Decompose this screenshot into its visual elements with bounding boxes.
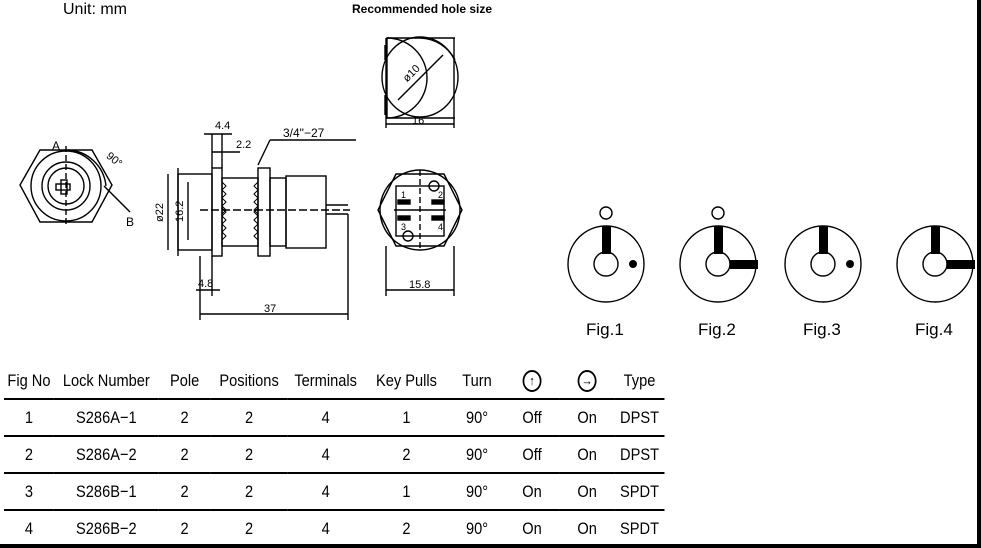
hole-size-title: Recommended hole size: [352, 2, 493, 16]
dim-16: 16: [412, 115, 424, 127]
dim-thread: 3/4"−27: [283, 126, 325, 140]
col-lock-number: Lock Number: [53, 363, 159, 400]
cell: 4: [287, 399, 364, 437]
table-header-row: Fig No Lock Number Pole Positions Termin…: [4, 363, 665, 400]
cell: 4: [287, 436, 364, 474]
col-up-position: ↑: [504, 363, 560, 400]
dim-4-4: 4.4: [215, 120, 230, 132]
cell: 1: [4, 399, 54, 437]
dim-2-2: 2.2: [236, 139, 251, 151]
terminal-4: 4: [438, 222, 443, 232]
cell: 2: [210, 473, 288, 511]
cell: 2: [4, 436, 54, 474]
front-view: [19, 146, 131, 226]
cell: 2: [363, 436, 450, 474]
terminal-2: 2: [438, 190, 443, 200]
cell: DPST: [614, 436, 665, 474]
col-key-pulls: Key Pulls: [363, 363, 450, 400]
cell: Off: [504, 436, 560, 474]
cell: 2: [210, 436, 288, 474]
dim-phi10: ø10: [401, 63, 423, 85]
arrow-up-icon: ↑: [522, 369, 542, 392]
cell: On: [504, 473, 560, 511]
fig-3-label: Fig.3: [803, 320, 841, 339]
col-terminals: Terminals: [287, 363, 364, 400]
cell: 90°: [449, 473, 505, 511]
cell: 1: [363, 399, 450, 437]
figure-3-diagram: [784, 225, 862, 303]
angle-90: 90°: [104, 150, 124, 170]
cell: 4: [287, 510, 364, 548]
fig-2-label: Fig.2: [698, 320, 736, 339]
dim-37: 37: [264, 303, 276, 315]
cell: Off: [504, 399, 560, 437]
terminal-1: 1: [401, 190, 406, 200]
cell: S286B−2: [53, 510, 159, 548]
cell: On: [559, 436, 615, 474]
spec-table: Fig No Lock Number Pole Positions Termin…: [4, 363, 665, 548]
col-right-position: →: [559, 363, 615, 400]
cell: S286B−1: [53, 473, 159, 511]
cell: 2: [158, 436, 211, 474]
fig-1-label: Fig.1: [586, 320, 624, 339]
cell: S286A−2: [53, 436, 159, 474]
side-view: [167, 133, 356, 320]
col-type: Type: [614, 363, 665, 400]
cell: 2: [363, 510, 450, 548]
dim-4-8: 4.8: [198, 278, 213, 290]
cell: On: [504, 510, 560, 548]
cell: 4: [287, 473, 364, 511]
figure-2-diagram: [679, 206, 758, 303]
cell: 1: [363, 473, 450, 511]
cell: On: [559, 399, 615, 437]
cell: 3: [4, 473, 54, 511]
cell: 2: [158, 510, 211, 548]
dim-phi22: ø22: [154, 203, 166, 222]
col-turn: Turn: [449, 363, 505, 400]
rear-view: [377, 169, 463, 296]
col-pole: Pole: [158, 363, 211, 400]
cell: S286A−1: [53, 399, 159, 437]
fig-4-label: Fig.4: [915, 320, 953, 339]
cell: 90°: [449, 399, 505, 437]
unit-label: Unit: mm: [63, 1, 127, 18]
cell: 4: [4, 510, 54, 548]
cell: On: [559, 473, 615, 511]
label-b: B: [126, 215, 134, 229]
label-a: A: [52, 139, 60, 153]
cell: 2: [210, 510, 288, 548]
cell: 2: [158, 399, 211, 437]
arrow-right-icon: →: [577, 369, 597, 392]
cell: 2: [158, 473, 211, 511]
hole-profile: [381, 36, 459, 128]
cell: On: [559, 510, 615, 548]
cell: SPDT: [614, 510, 665, 548]
dim-16-2: 16.2: [174, 201, 186, 222]
cell: DPST: [614, 399, 665, 437]
cell: 90°: [449, 436, 505, 474]
cell: SPDT: [614, 473, 665, 511]
col-fig-no: Fig No: [4, 363, 54, 400]
terminal-3: 3: [401, 222, 406, 232]
figure-1-diagram: [567, 206, 645, 303]
cell: 90°: [449, 510, 505, 548]
figure-4-diagram: [896, 225, 975, 303]
dim-15-8: 15.8: [409, 279, 430, 291]
cell: 2: [210, 399, 288, 437]
col-positions: Positions: [210, 363, 288, 400]
